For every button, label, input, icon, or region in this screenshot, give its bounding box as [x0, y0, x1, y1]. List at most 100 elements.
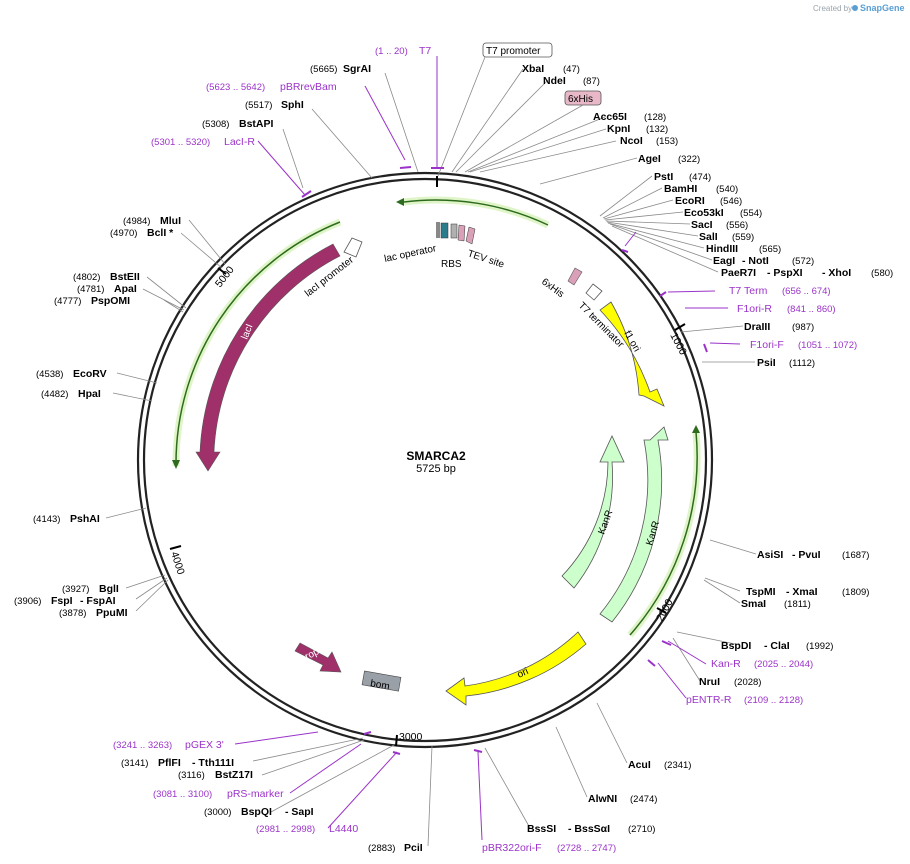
- rop-arrow: [294, 642, 342, 673]
- site-sphi-pos: (5517): [245, 100, 272, 111]
- site-eco53ki-pos: (554): [740, 208, 762, 219]
- snapgene-logo-icon: [852, 5, 858, 11]
- orf-top: [403, 199, 549, 226]
- plasmid-name: SMARCA2: [406, 449, 466, 463]
- site-alwni-pos: (2474): [630, 794, 657, 805]
- backbone-ring: [136, 171, 714, 749]
- primer-pentr-r-range: (2109 .. 2128): [744, 695, 803, 706]
- site-hpai-pos: (4482): [41, 389, 68, 400]
- site-bsssi-name: BssSI: [527, 823, 556, 835]
- site-pshai-pos: (4143): [33, 514, 60, 525]
- primer-pbr322-range: (2728 .. 2747): [557, 843, 616, 854]
- site-acui-name: AcuI: [628, 759, 651, 771]
- site-saci-pos: (556): [726, 220, 748, 231]
- site-draiii-pos: (987): [792, 322, 814, 333]
- laci-label: lacI: [240, 323, 256, 342]
- site-pflfi-pos: (3141): [121, 758, 148, 769]
- rbs-label: RBS: [441, 259, 462, 270]
- primer-pgex3-range: (3241 .. 3263): [113, 740, 172, 751]
- site-agei-pos: (322): [678, 154, 700, 165]
- tick-1000: [674, 323, 686, 331]
- primer-f1ori-r-name: F1ori-R: [737, 303, 772, 315]
- site-mlui-pos: (4984): [123, 216, 150, 227]
- plasmid-size: 5725 bp: [416, 463, 456, 475]
- site-sali-name: SalI: [699, 231, 718, 243]
- site-hindiii-name: HindIII: [706, 243, 738, 255]
- site-bamhi-pos: (540): [716, 184, 738, 195]
- tick-2000: [656, 607, 667, 614]
- site-bgli-pos: (3927): [62, 584, 89, 595]
- site-hpai-name: HpaI: [78, 388, 101, 400]
- site-bgli-name: BglI: [99, 583, 119, 595]
- f1ori-arrow: [599, 301, 665, 407]
- primer-t7term-range: (656 .. 674): [782, 286, 831, 297]
- site-asisi-pos: (1687): [842, 550, 869, 561]
- site-bsteii-name: BstEII: [110, 271, 140, 283]
- site-tspmi-pos: (1809): [842, 587, 869, 598]
- site-saci-name: SacI: [691, 219, 713, 231]
- t7-terminator-marker: [585, 283, 603, 301]
- site-xbai-pos: (47): [563, 64, 580, 75]
- site-apai-name: ApaI: [114, 283, 137, 295]
- site-psti-name: PstI: [654, 171, 673, 183]
- orf-laci: [175, 221, 341, 467]
- site-draiii-name: DraIII: [744, 321, 770, 333]
- tick-label-4000: 4000: [168, 550, 187, 576]
- t7-promoter-marker: [436, 222, 440, 238]
- site-bspdi-name: BspDI: [721, 640, 751, 652]
- site-fspi-sep: - FspAI: [80, 595, 116, 607]
- primer-f1ori-f-name: F1ori-F: [750, 339, 784, 351]
- ori-label: ori: [516, 666, 531, 681]
- site-pcii-pos: (2883): [368, 843, 395, 854]
- primer-prs-range: (3081 .. 3100): [153, 789, 212, 800]
- site-bstz17i-name: BstZ17I: [215, 769, 253, 781]
- site-pflfi-sep: - Tth111I: [192, 757, 234, 769]
- orf-kanr: [629, 431, 698, 636]
- credit-brand: SnapGene: [860, 3, 905, 13]
- site-eagi-pos: (572): [792, 256, 814, 267]
- site-bspqi-sep: - SapI: [285, 806, 314, 818]
- site-ppumi-name: PpuMI: [96, 607, 128, 619]
- site-apai-pos: (4781): [77, 284, 104, 295]
- credit-prefix: Created by: [813, 4, 852, 13]
- ring-ticks: [169, 176, 686, 747]
- tev-label: TEV site: [466, 248, 506, 270]
- t7-promoter-box: [482, 42, 553, 58]
- site-ncoi-pos: (153): [656, 136, 678, 147]
- site-bstapi-name: BstAPI: [239, 118, 274, 130]
- site-sphi-name: SphI: [281, 99, 304, 111]
- site-fspi-pos: (3906): [14, 596, 41, 607]
- site-paer7i-sep1: - PspXI: [767, 267, 803, 279]
- t7-promoter-label: T7 promoter: [486, 46, 541, 57]
- site-smai-name: SmaI: [741, 598, 766, 610]
- primer-kan-r-name: Kan-R: [711, 658, 741, 670]
- site-mlui-name: MluI: [160, 215, 181, 227]
- lac-operator-label: lac operator: [383, 243, 438, 265]
- site-ecori-pos: (546): [720, 196, 742, 207]
- site-acc65i-name: Acc65I: [593, 111, 627, 123]
- site-bspqi-pos: (3000): [204, 807, 231, 818]
- site-psii-name: PsiI: [757, 357, 776, 369]
- site-pflfi-name: PflFI: [158, 757, 181, 769]
- primer-pbrrevbam-range: (5623 .. 5642): [206, 82, 265, 93]
- primer-pgex3-name: pGEX 3': [185, 739, 224, 751]
- primer-f1ori-r-range: (841 .. 860): [787, 304, 836, 315]
- primer-f1ori-f-range: (1051 .. 1072): [798, 340, 857, 351]
- ori-arrow: [445, 631, 587, 706]
- his-small-label: 6xHis: [539, 277, 566, 301]
- tick-label-5000: 5000: [213, 264, 237, 290]
- site-pshai-name: PshAI: [70, 513, 100, 525]
- primer-pbrrevbam-name: pBRrevBam: [280, 81, 337, 93]
- primer-leaders: [234, 56, 741, 841]
- site-eco53ki-name: Eco53kI: [684, 207, 724, 219]
- site-smai-pos: (1811): [784, 599, 811, 610]
- site-ppumi-pos: (3878): [59, 608, 86, 619]
- site-ecorv-name: EcoRV: [73, 368, 107, 380]
- site-agei-name: AgeI: [638, 153, 661, 165]
- site-nrui-name: NruI: [699, 676, 720, 688]
- tev-site-marker: [465, 226, 476, 245]
- his-small-marker: [567, 267, 583, 286]
- site-alwni-name: AlwNI: [588, 793, 617, 805]
- site-tspmi-name: TspMI: [746, 586, 776, 598]
